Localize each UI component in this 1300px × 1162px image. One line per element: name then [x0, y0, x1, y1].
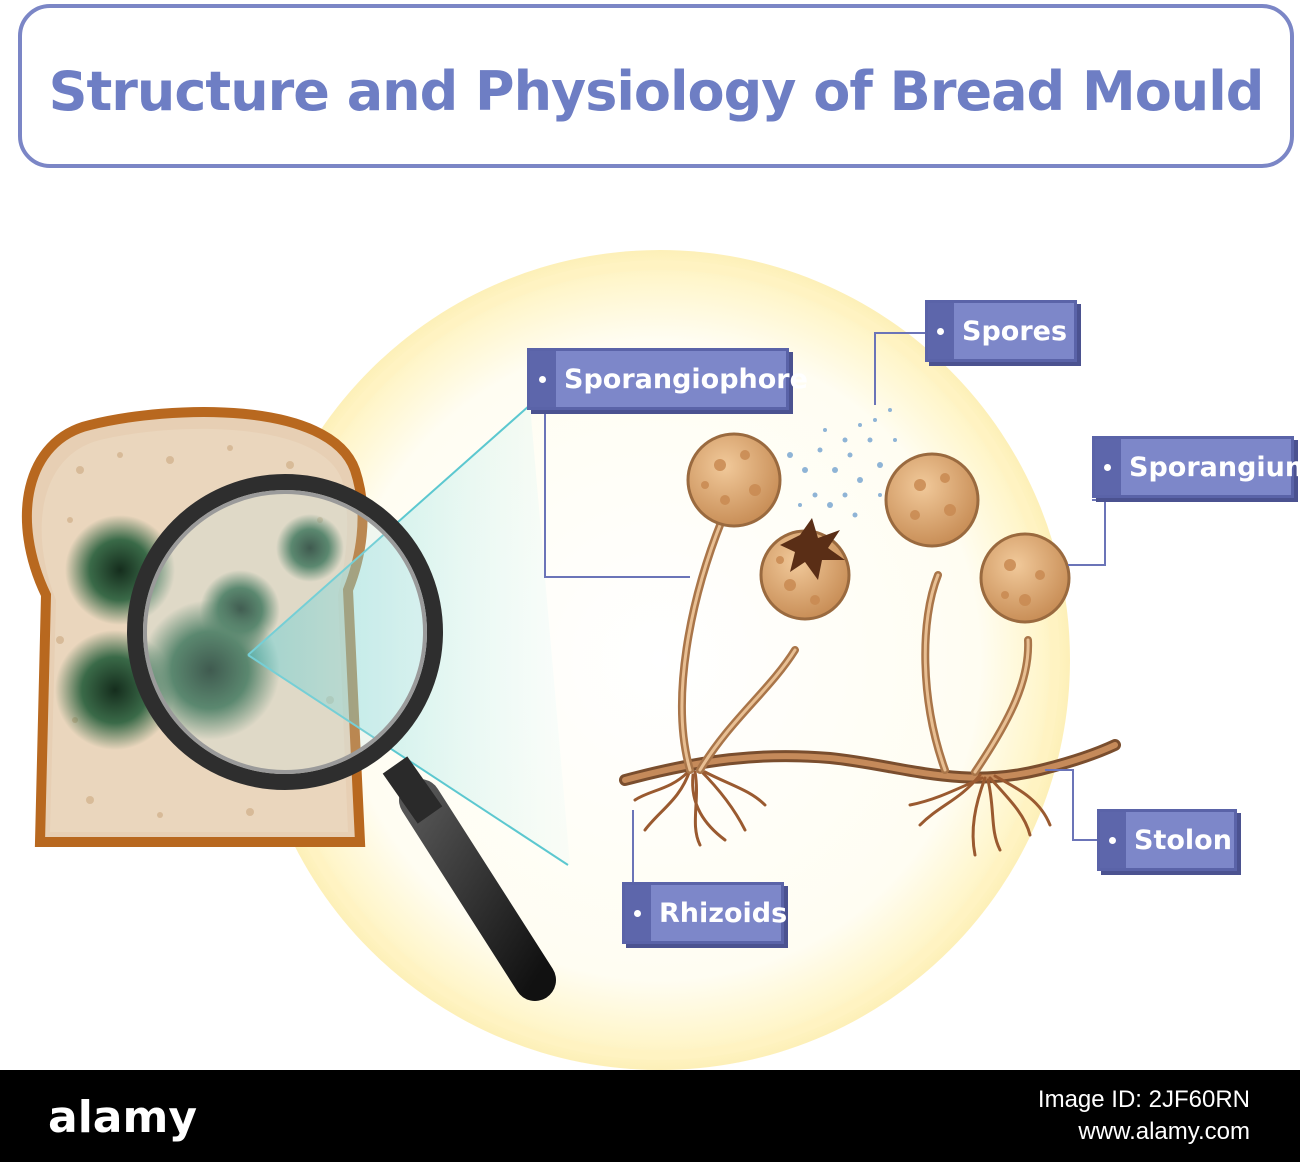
magnifier-beam	[248, 405, 570, 865]
label-text: Sporangiophore	[564, 363, 808, 395]
bullet-icon	[1095, 439, 1121, 495]
burst-sporangium	[780, 518, 845, 580]
label-text: Rhizoids	[659, 897, 788, 929]
title-box: Structure and Physiology of Bread Mould	[18, 4, 1294, 168]
bullet-icon	[625, 885, 651, 941]
rhizoids-structure	[633, 768, 1052, 857]
image-id: Image ID: 2JF60RN	[1037, 1086, 1250, 1113]
watermark-footer: alamy Image ID: 2JF60RN www.alamy.com	[0, 1070, 1300, 1162]
label-sporangium: Sporangium	[1092, 436, 1300, 498]
label-spores: Spores	[925, 300, 1077, 362]
site-url: www.alamy.com	[1078, 1118, 1250, 1145]
label-sporangiophore: Sporangiophore	[527, 348, 808, 410]
spores-cloud	[787, 408, 897, 518]
image-credit: Image ID: 2JF60RN www.alamy.com	[1038, 1084, 1250, 1148]
label-text: Sporangium	[1129, 451, 1300, 483]
label-text: Spores	[962, 315, 1068, 347]
magnifying-glass-icon	[127, 474, 556, 1001]
label-rhizoids: Rhizoids	[622, 882, 787, 944]
page-title: Structure and Physiology of Bread Mould	[48, 60, 1265, 123]
diagram-illustration	[21, 250, 1121, 1070]
bullet-icon	[530, 351, 556, 407]
stolon-structure	[619, 739, 1121, 786]
leader-lines	[544, 332, 1106, 883]
label-stolon: Stolon	[1097, 809, 1237, 871]
alamy-logo: alamy	[48, 1092, 197, 1143]
bullet-icon	[928, 303, 954, 359]
bread-slice	[21, 407, 368, 847]
bullet-icon	[1100, 812, 1126, 868]
label-text: Stolon	[1134, 824, 1232, 856]
